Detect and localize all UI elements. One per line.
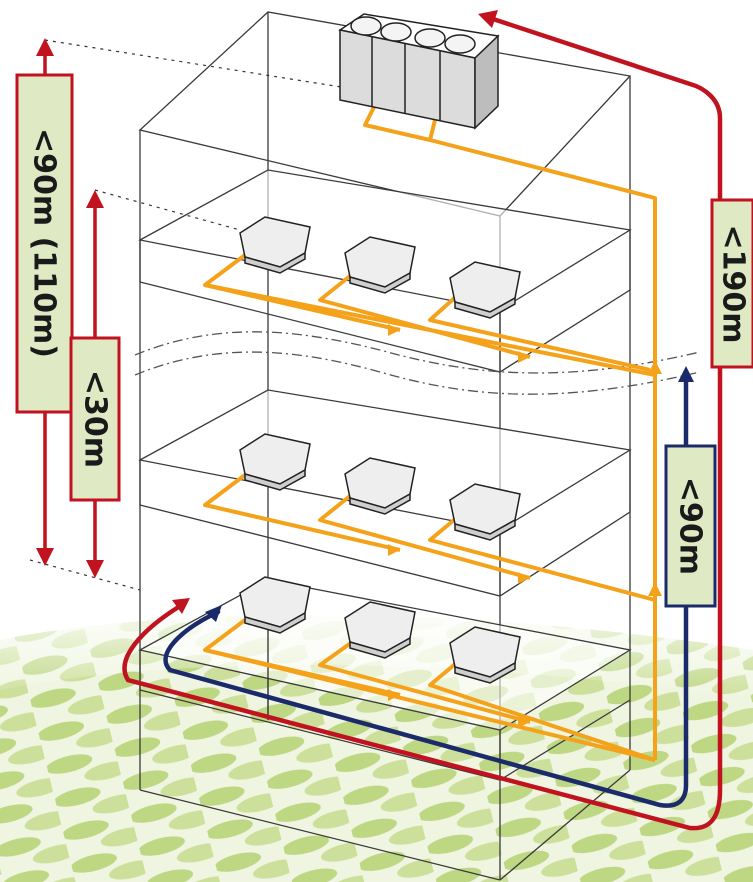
label-farthest-indoor: <90m [664,444,717,608]
indoor-unit-icon [239,433,311,491]
indoor-unit-icon [344,236,416,294]
break-line [134,331,701,395]
refrigerant-piping [203,104,657,762]
total-height-limit-text: <90m (110m) [27,128,62,358]
arrow-heads [36,38,104,578]
indoor-unit-icon [239,576,311,634]
indoor-unit-icon [449,626,521,684]
indoor-unit-icon [344,601,416,659]
outdoor-unit-icon [338,13,500,130]
label-total-height: <90m (110m) [15,73,74,414]
label-indoor-height: <30m [69,336,121,502]
indoor-units [239,216,521,684]
farthest-indoor-limit-line [163,375,689,808]
indoor-unit-icon [344,457,416,515]
total-piping-limit-text: <190m [716,224,751,343]
height-guides [29,39,361,591]
arrow-head [205,366,694,622]
piping-arrows [388,324,662,728]
indoor-height-limit-text: <30m [78,370,113,468]
indoor-unit-icon [239,216,311,274]
farthest-indoor-limit-text: <90m [673,477,708,575]
total-piping-limit-line [122,15,723,831]
label-total-piping: <190m [710,198,753,369]
arrow-head [172,10,498,614]
indoor-unit-icon [449,261,521,319]
indoor-unit-icon [449,483,521,541]
